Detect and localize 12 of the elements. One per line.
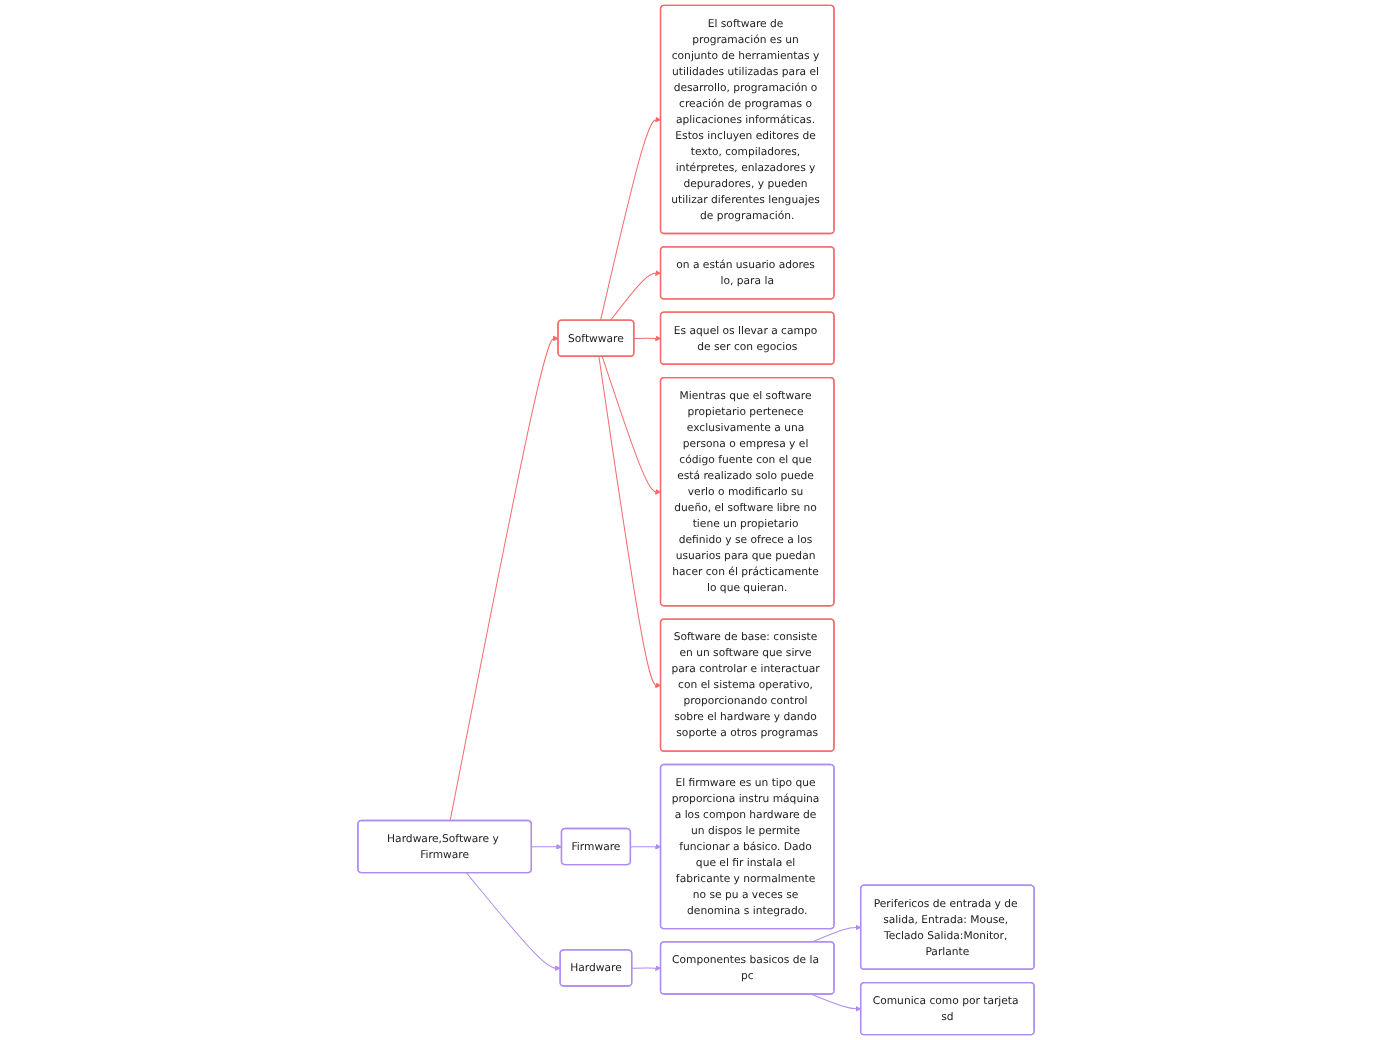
arrow <box>630 843 662 850</box>
arrow <box>811 993 862 1012</box>
arrow <box>601 356 662 495</box>
arrow <box>465 872 561 972</box>
arrow <box>633 335 662 342</box>
arrow <box>531 843 563 850</box>
arrow <box>631 965 662 972</box>
arrow <box>811 924 862 943</box>
arrow <box>609 270 662 322</box>
arrow <box>449 335 559 822</box>
arrow <box>600 116 662 322</box>
arrow <box>598 356 662 689</box>
